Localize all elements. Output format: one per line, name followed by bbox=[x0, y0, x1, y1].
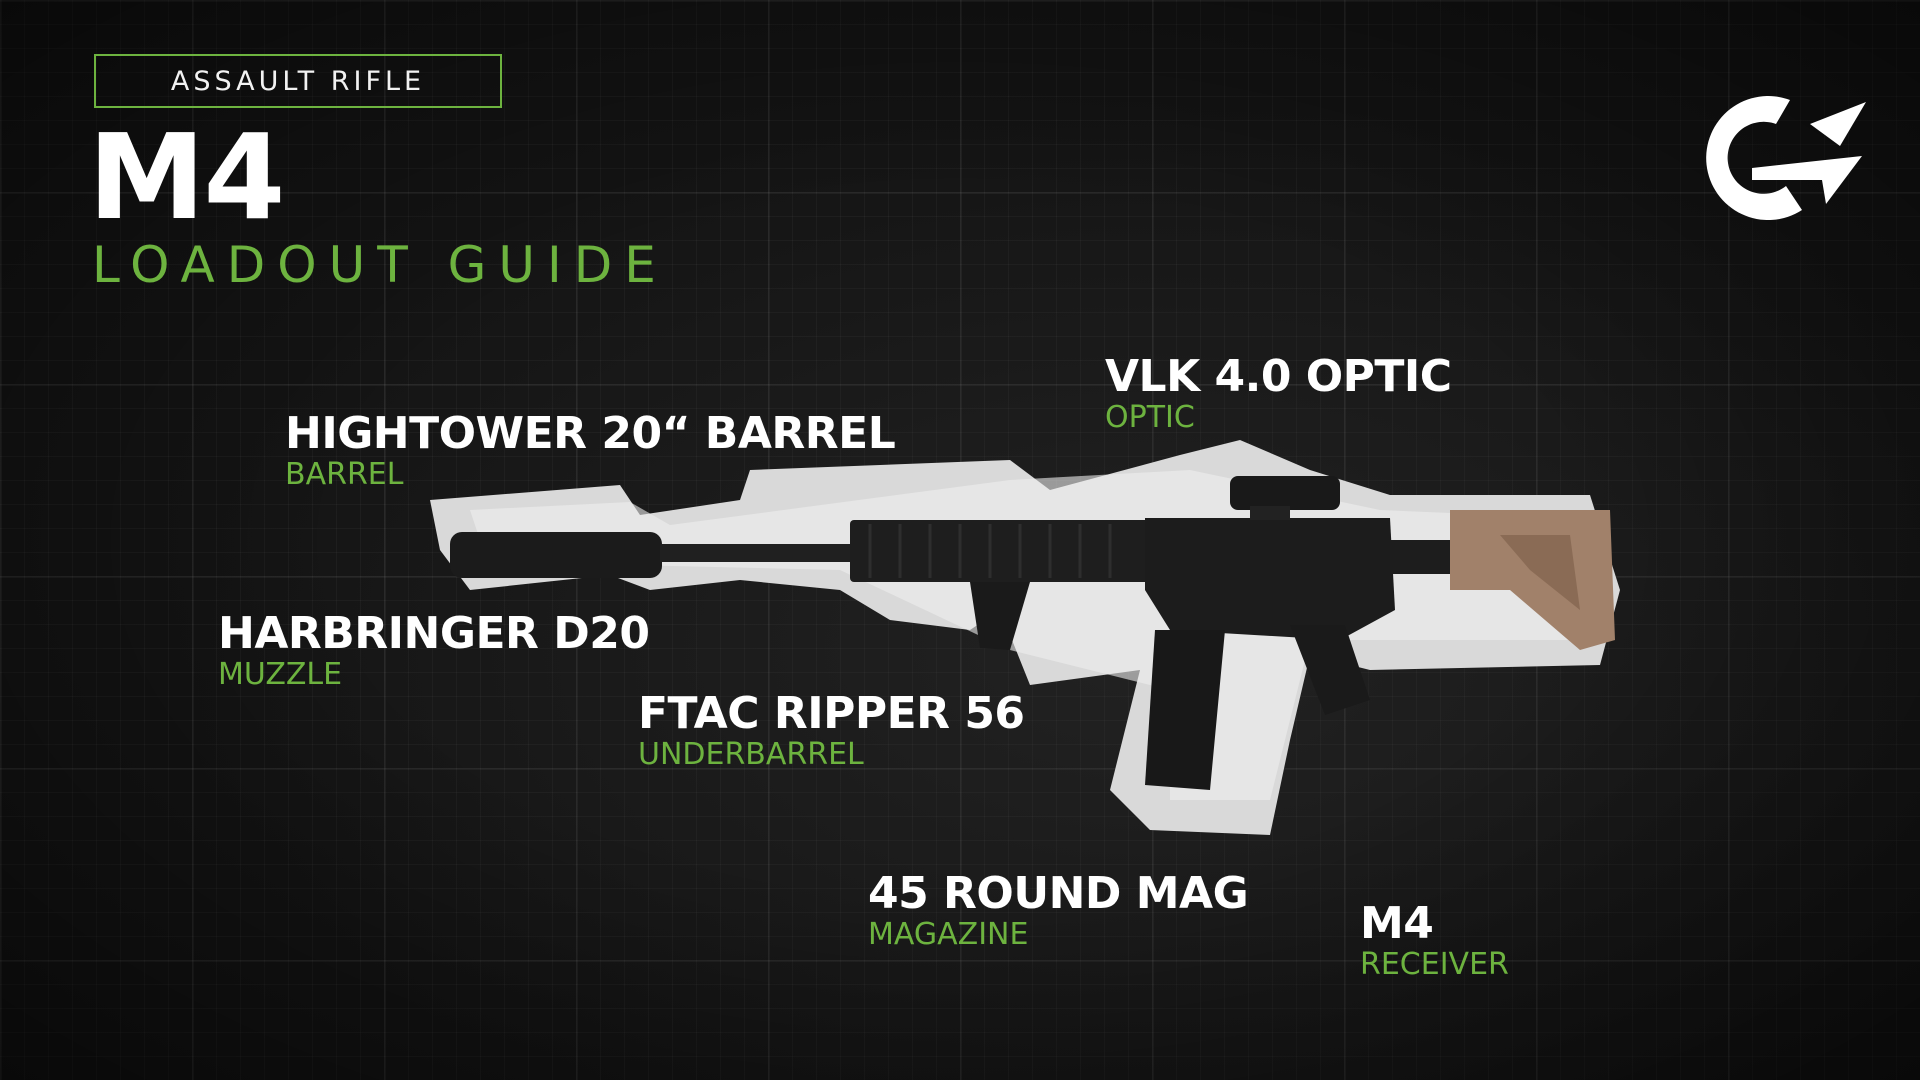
attachment-slot: MUZZLE bbox=[218, 657, 343, 692]
attachment-name: HARBRINGER D20 bbox=[218, 608, 650, 659]
attachment-slot: UNDERBARREL bbox=[638, 737, 864, 772]
attachment-optic: VLK 4.0 OPTIC OPTIC bbox=[1105, 355, 1452, 433]
attachment-receiver: M4 RECEIVER bbox=[1360, 902, 1509, 980]
weapon-title: M4 bbox=[88, 108, 286, 246]
weapon-category-label: ASSAULT RIFLE bbox=[170, 65, 426, 97]
attachment-name: M4 bbox=[1360, 898, 1434, 949]
attachment-name: VLK 4.0 OPTIC bbox=[1105, 351, 1452, 402]
m4-rifle-image bbox=[430, 440, 1620, 835]
attachment-magazine: 45 ROUND MAG MAGAZINE bbox=[868, 868, 1249, 952]
attachment-muzzle: HARBRINGER D20 MUZZLE bbox=[218, 612, 650, 690]
weapon-category-badge: ASSAULT RIFLE bbox=[94, 54, 502, 108]
ec-logo-icon bbox=[1706, 96, 1866, 221]
attachment-slot: OPTIC bbox=[1105, 400, 1195, 435]
attachment-underbarrel: FTAC RIPPER 56 UNDERBARREL bbox=[638, 692, 1025, 770]
attachment-name: 45 ROUND MAG bbox=[868, 868, 1249, 919]
attachment-slot: BARREL bbox=[285, 457, 404, 492]
attachment-name: HIGHTOWER 20“ BARREL bbox=[285, 408, 896, 459]
attachment-name: FTAC RIPPER 56 bbox=[638, 688, 1025, 739]
attachment-barrel: HIGHTOWER 20“ BARREL BARREL bbox=[285, 408, 896, 492]
guide-subtitle: LOADOUT GUIDE bbox=[92, 236, 668, 294]
attachment-slot: RECEIVER bbox=[1360, 947, 1509, 982]
attachment-slot: MAGAZINE bbox=[868, 917, 1029, 952]
